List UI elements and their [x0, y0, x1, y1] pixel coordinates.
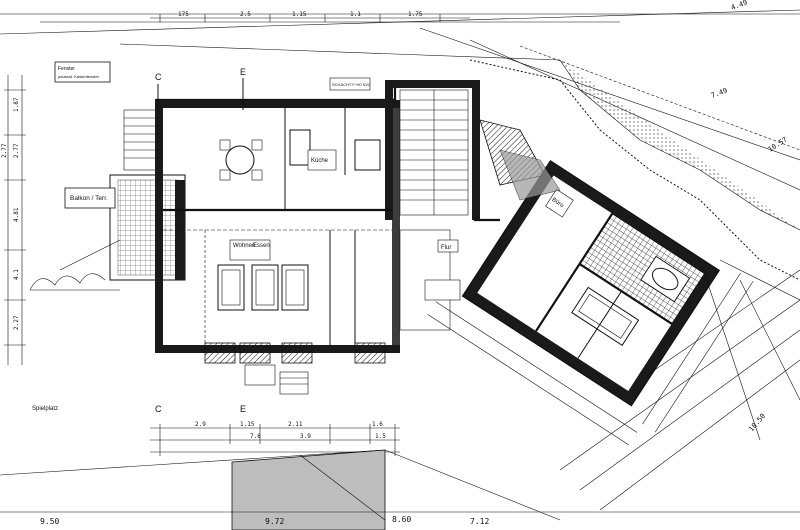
neighbor-plot — [0, 449, 800, 530]
dim-low-2: 9.72 — [265, 517, 284, 526]
dim-bottom-b2: 3.9 — [300, 433, 311, 440]
site-boundary-top — [0, 9, 800, 281]
rotated-wing: Büro — [427, 159, 754, 446]
fenster-title: Fenster — [58, 66, 75, 72]
dim-bottom-a4: 1.6 — [372, 421, 383, 428]
dim-bottom-a1: 2.9 — [195, 421, 206, 428]
flur-area: Flur — [399, 229, 461, 331]
dim-bottom-a2: 1.15 — [240, 421, 255, 428]
dim-left-1: 1.87 — [13, 97, 20, 112]
dim-bottom-a3: 2.11 — [288, 421, 303, 428]
dim-top-3: 1.15 — [292, 11, 307, 18]
essen-label: Essen — [253, 243, 270, 249]
right-dimension-chains: 4.49 7.49 10.57 10.50 — [559, 0, 800, 511]
dim-right-1: 4.49 — [730, 0, 749, 12]
dim-left-5: 4.1 — [13, 269, 20, 280]
dim-left-2: 2.77 — [13, 143, 20, 158]
dim-left-3: 2.77 — [1, 143, 8, 158]
dim-bottom-b1: 7.6 — [250, 433, 261, 440]
dim-right-3: 10.57 — [767, 135, 789, 153]
main-building — [155, 80, 500, 364]
bottom-dimension-chains: 2.9 1.15 2.11 1.6 7.6 3.9 1.5 — [150, 421, 400, 456]
connector-ramp — [479, 119, 561, 201]
section-c-bottom: C — [155, 404, 162, 414]
dim-left-6: 2.27 — [13, 315, 20, 330]
balkon-label: Balkon / Terr. — [70, 195, 108, 202]
schacht-label: SCHACHT F+90 KV2 — [332, 82, 371, 87]
kueche-label: Küche — [311, 158, 329, 164]
dim-low-3: 8.60 — [392, 515, 411, 524]
site-boundary-right — [699, 259, 800, 441]
kitchen: Küche — [289, 129, 381, 171]
terrace-arcs — [29, 239, 121, 291]
dim-top-4: 1.1 — [350, 11, 361, 18]
dim-right-2: 7.49 — [710, 87, 729, 100]
lowest-dimension-chain: 9.50 9.72 8.60 7.12 — [40, 515, 489, 526]
dim-low-4: 7.12 — [470, 517, 489, 526]
dim-right-4: 10.50 — [747, 412, 767, 433]
section-markers: C E C E — [155, 67, 246, 414]
section-e-bottom: E — [240, 404, 246, 414]
spielplatz-label: Spielplatz — [32, 406, 58, 412]
fenster-subtitle: pauseal. Kastenfenster — [58, 74, 100, 79]
dim-bottom-b3: 1.5 — [375, 433, 386, 440]
top-dimension-chain: 175 2.5 1.15 1.1 1.75 — [150, 11, 470, 22]
living-furniture: Wohnen Essen — [217, 139, 309, 311]
flur-label: Flur — [441, 245, 451, 251]
dim-top-2: 2.5 — [240, 11, 251, 18]
dim-low-1: 9.50 — [40, 517, 59, 526]
balcony-terrace: Balkon / Terr. — [64, 174, 186, 281]
fenster-note: Fenster pauseal. Kastenfenster — [54, 61, 111, 83]
stair-core: SCHACHT F+90 KV2 — [329, 77, 469, 216]
section-e-top: E — [240, 67, 246, 77]
exterior-stairs — [123, 109, 157, 171]
dim-top-5: 1.75 — [408, 11, 423, 18]
dim-top-1: 175 — [178, 11, 189, 18]
legend-boxes — [244, 364, 309, 395]
section-c-top: C — [155, 72, 162, 82]
dim-left-4: 4.81 — [13, 207, 20, 222]
wohnen-label: Wohnen — [233, 243, 255, 249]
left-dimension-chain: 1.87 2.77 2.77 4.81 4.1 2.27 — [1, 75, 26, 365]
